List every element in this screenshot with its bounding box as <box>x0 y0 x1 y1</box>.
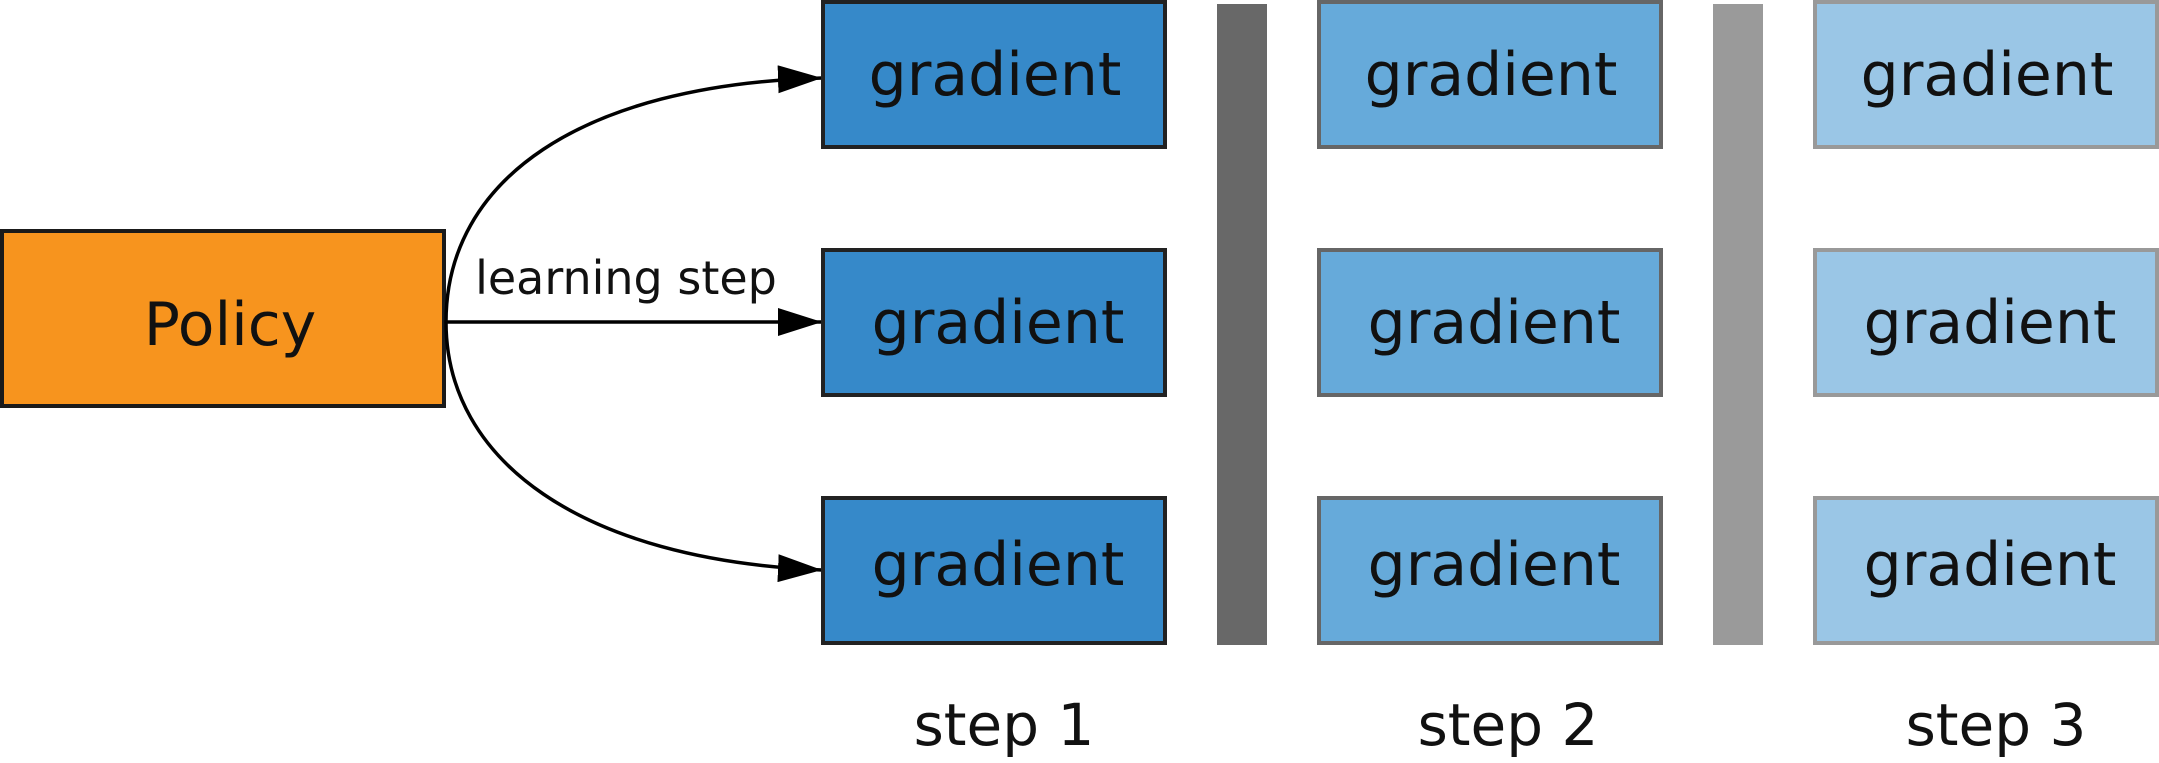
step-3-label: step 3 <box>1906 691 2087 759</box>
gradient-label: gradient <box>869 40 1122 110</box>
gradient-box-step2-2 <box>1317 248 1663 397</box>
gradient-label: gradient <box>1864 288 2117 358</box>
policy-label: Policy <box>144 290 317 360</box>
column-step-2: gradient gradient gradient step 2 <box>1317 0 1663 759</box>
gradient-label: gradient <box>872 288 1125 358</box>
gradient-box-step3-1 <box>1813 0 2159 149</box>
learning-step-label: learning step <box>475 251 777 305</box>
step-2-label: step 2 <box>1418 691 1599 759</box>
gradient-box-step2-1 <box>1317 0 1663 149</box>
gradient-label: gradient <box>1864 530 2117 600</box>
arrow-bottom <box>444 321 823 583</box>
column-step-1: gradient gradient gradient step 1 <box>821 0 1167 759</box>
policy-node: Policy <box>0 229 446 408</box>
gradient-box-step1-2 <box>821 248 1167 397</box>
column-step-3: gradient gradient gradient step 3 <box>1813 0 2159 759</box>
gradient-box-step2-3 <box>1317 496 1663 645</box>
gradient-label: gradient <box>1368 530 1621 600</box>
separator-bar-2 <box>1713 4 1763 645</box>
gradient-box-step1-3 <box>821 496 1167 645</box>
separator-bar-1 <box>1217 4 1267 645</box>
gradient-label: gradient <box>872 530 1125 600</box>
gradient-box-step3-3 <box>1813 496 2159 645</box>
learning-step-arrows: learning step <box>444 65 823 583</box>
gradient-box-step1-1 <box>821 0 1167 149</box>
gradient-label: gradient <box>1365 40 1618 110</box>
step-1-label: step 1 <box>914 691 1095 759</box>
arrow-top <box>444 65 823 323</box>
gradient-label: gradient <box>1861 40 2114 110</box>
policy-box <box>0 229 446 408</box>
gradient-label: gradient <box>1368 288 1621 358</box>
gradient-box-step3-2 <box>1813 248 2159 397</box>
